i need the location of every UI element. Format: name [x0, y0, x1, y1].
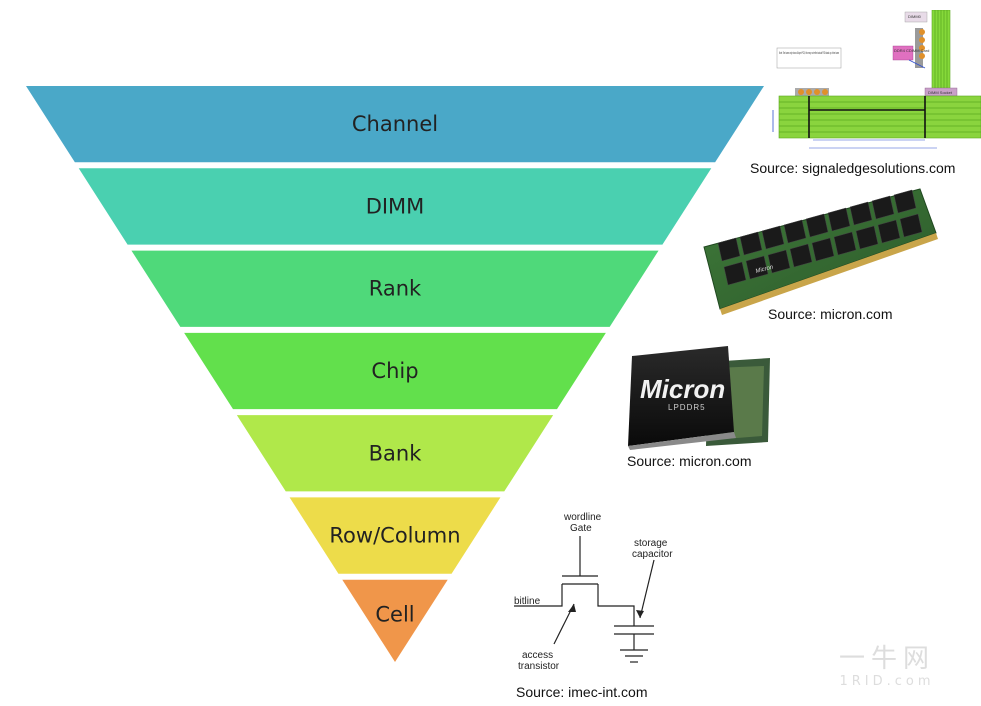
dimm-image-caption: Source: micron.com [768, 306, 893, 322]
dimm-memory-chip [739, 231, 763, 256]
dimm0-label: DIMM0 [908, 14, 922, 19]
channel-board-image: DIMM0 DDR4 CDIMM Card Note: Test case on… [772, 10, 981, 149]
watermark-domain: 1RID.com [839, 674, 935, 689]
gate-label: Gate [570, 523, 592, 534]
dimm-memory-chip [833, 231, 857, 256]
dimm-memory-chip [789, 243, 813, 268]
dimm-memory-chip [899, 213, 923, 238]
dimm-module-image: Micron [703, 188, 938, 315]
dimm-memory-chip [723, 261, 747, 286]
wordline-label: wordline [563, 512, 602, 523]
socket-label: DIMM Socket [928, 90, 953, 95]
funnel-label-channel: Channel [352, 112, 438, 136]
bitline-label: bitline [514, 596, 541, 607]
dimm-memory-chip [827, 207, 851, 232]
funnel-level-channel [26, 86, 764, 163]
storage-label: storage [634, 538, 668, 549]
funnel-label-bank: Bank [369, 441, 423, 465]
transistor-label: transistor [518, 661, 560, 672]
cell-image-caption: Source: imec-int.com [516, 684, 648, 700]
capacitor-label: capacitor [632, 549, 673, 560]
funnel-level-dimm [78, 168, 712, 245]
dimm-memory-chip [761, 225, 785, 250]
dimm-memory-chip [767, 249, 791, 274]
funnel-level-bank [236, 415, 554, 492]
dimm-memory-chip [849, 201, 873, 226]
funnel-level-row-column [289, 497, 501, 574]
funnel-label-dimm: DIMM [366, 194, 425, 218]
dimm-memory-chip [811, 237, 835, 262]
access-label: access [522, 650, 553, 661]
board-note: Note: Test case only shows 8 layer PCB, … [779, 50, 839, 55]
dimm-memory-chip [717, 237, 741, 262]
dimm-memory-chip [893, 189, 917, 214]
dram-cell-circuit: wordline Gate storage capacitor bitline … [514, 512, 673, 672]
dimm-memory-chip [783, 219, 807, 244]
funnel-level-cell [342, 579, 448, 662]
dimm-memory-chip [855, 225, 879, 250]
funnel-level-chip [184, 332, 606, 410]
dimm-memory-chip [805, 213, 829, 238]
chip-image-caption: Source: micron.com [627, 453, 752, 469]
dimm-memory-chip [871, 195, 895, 220]
ddr4-card-label: DDR4 CDIMM Card [894, 48, 929, 53]
funnel-label-row-column: Row/Column [329, 524, 460, 548]
watermark: 一牛网 1RID.com [812, 644, 962, 690]
chip-brand-logo: Micron [640, 374, 725, 404]
funnel-label-rank: Rank [369, 277, 422, 301]
watermark-brand: 一牛网 [838, 644, 935, 674]
dimm-chip-brand: Micron [755, 264, 775, 275]
funnel-label-chip: Chip [371, 359, 418, 383]
chip-model-label: LPDDR5 [668, 403, 706, 412]
dimm-memory-chip [745, 255, 769, 280]
dimm-memory-chip [877, 219, 901, 244]
channel-image-caption: Source: signaledgesolutions.com [750, 160, 956, 176]
funnel-label-cell: Cell [375, 602, 414, 626]
chip-package-image: Micron LPDDR5 [628, 346, 770, 450]
funnel-level-rank [131, 250, 659, 327]
